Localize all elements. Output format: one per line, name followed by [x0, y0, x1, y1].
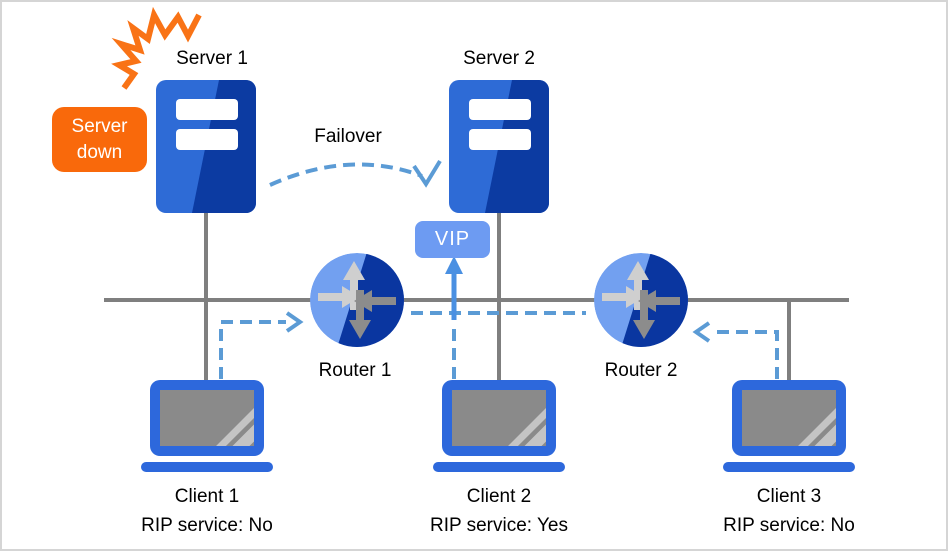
- failover-arrowhead-icon: [412, 159, 442, 188]
- client1-rip-service-label: RIP service: No: [141, 515, 273, 536]
- crash-explosion-icon: [111, 6, 202, 90]
- client2-laptop-icon: [433, 378, 565, 472]
- failover-arc: [269, 162, 423, 187]
- client2-rip-service-label: RIP service: Yes: [429, 515, 569, 536]
- router1-icon: [309, 252, 405, 348]
- client1-traffic-path: [219, 320, 286, 379]
- router1-label: Router 1: [318, 360, 392, 381]
- client3-label: Client 3: [756, 486, 822, 507]
- client1-laptop-icon: [141, 378, 273, 472]
- server2-icon: [449, 80, 549, 213]
- failover-label: Failover: [314, 126, 382, 147]
- server1-label: Server 1: [176, 48, 248, 69]
- vip-arrowhead-icon: [445, 256, 463, 274]
- client1-arrowhead-icon: [285, 311, 304, 333]
- server1-icon: [156, 80, 256, 213]
- server-down-badge: Server down: [52, 107, 147, 172]
- router2-icon: [593, 252, 689, 348]
- server2-label: Server 2: [463, 48, 535, 69]
- client3-laptop-icon: [723, 378, 855, 472]
- client2-label: Client 2: [466, 486, 532, 507]
- vip-badge: VIP: [415, 221, 490, 258]
- router2-label: Router 2: [604, 360, 678, 381]
- client3-traffic-path: [711, 330, 779, 379]
- client3-arrowhead-icon: [692, 321, 711, 343]
- client3-rip-service-label: RIP service: No: [723, 515, 855, 536]
- client1-label: Client 1: [174, 486, 240, 507]
